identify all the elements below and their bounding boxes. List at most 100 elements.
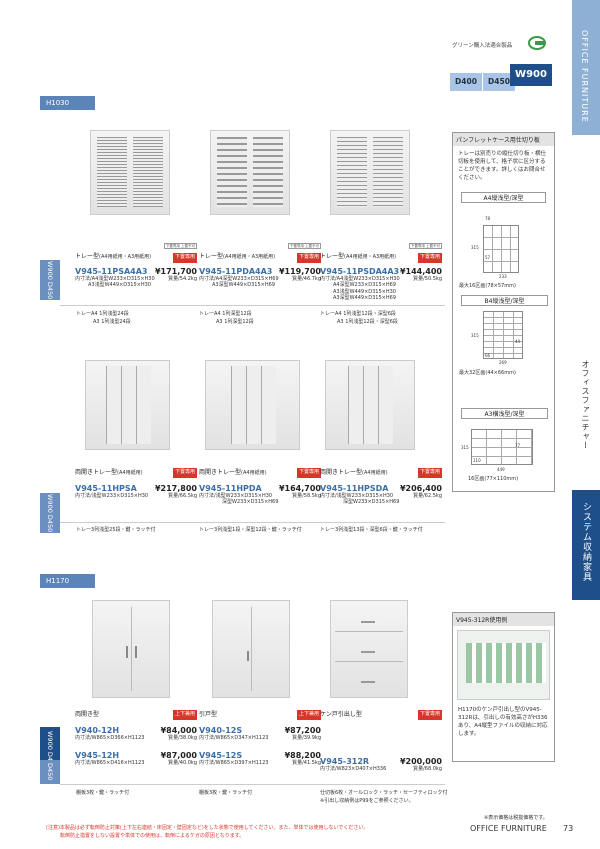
product-price: ¥171,700: [154, 266, 197, 276]
a3-dim: 110: [473, 458, 481, 463]
green-purchase-label: グリーン購入法適合製品: [452, 43, 513, 49]
width-badge: W900: [510, 64, 552, 86]
product-price: ¥144,400: [399, 266, 442, 276]
size-badge: W900 D450: [40, 260, 60, 300]
product-dims: 内寸法/浅型W233×D315×H30: [75, 492, 149, 499]
product-code: V945-12S: [199, 751, 243, 760]
a3-dim: 77: [515, 443, 521, 448]
product-desc: トレーA4 1列浅型12段・深型6段: [320, 311, 396, 317]
product-card: 下置専用 上置不可 トレー型(A4用紙用・A3用紙用) 下置専用 V945-11…: [199, 232, 321, 289]
product-code: V945-11PSDA4A3: [320, 266, 400, 276]
product-code: V940-12H: [75, 725, 120, 735]
b4-dim: 66: [485, 353, 491, 358]
product-card: 引戸型 上下兼用 V940-12S ¥87,200 内寸法/W865×D347×…: [199, 706, 321, 767]
product-subtitle: (A4用紙用): [117, 470, 143, 476]
product-dims: A4深型W233×D315×H69: [333, 282, 396, 288]
product-weight: 質量/38.0kg: [168, 734, 197, 741]
product-title: トレー型: [75, 253, 100, 260]
product-desc: トレーA4 1列深型12段: [199, 311, 252, 317]
product-dims: 内寸法/W865×D397×H1123: [199, 760, 269, 766]
product-card: 両開きトレー型(A4用紙用) 下置専用 V945-11HPDA ¥164,700…: [199, 468, 321, 506]
page-number: 73: [563, 824, 574, 833]
product-dims: 内寸法/W865×D416×H1123: [75, 760, 145, 766]
product-title: トレー型: [320, 253, 345, 260]
product-subtitle: (A4用紙用): [362, 470, 388, 476]
size-badge: D450: [40, 760, 60, 784]
product-title: 両開きトレー型: [320, 469, 363, 476]
product-card: 両開きトレー型(A4用紙用) 下置専用 V945-11HPSA ¥217,800…: [75, 468, 197, 499]
product-dims: A3深型W449×D315×H69: [212, 282, 275, 288]
product-price: ¥164,700: [278, 483, 321, 493]
a4-dim: 57: [485, 255, 491, 260]
product-weight: 質量/54.2kg: [168, 275, 197, 282]
placement-tag: 上下兼用: [296, 710, 321, 720]
product-desc: トレー3列浅型13段・深型6段・鍵・ラッチ付: [320, 527, 423, 533]
product-title: ケン戸引出し型: [320, 711, 362, 718]
a3-grid: [471, 429, 533, 465]
placement-tag: 下置専用: [172, 468, 197, 478]
a4-dim: 233: [499, 274, 507, 279]
product-desc-note: ※引出し収納例はP99をご参照ください。: [320, 798, 414, 804]
side-tab-office-furniture: OFFICE FURNITURE: [572, 0, 600, 135]
footer-brand: OFFICE FURNITURE: [470, 824, 547, 833]
product-card: 両開き型 上下兼用 V940-12H ¥84,000 内寸法/W865×D366…: [75, 706, 197, 767]
side-tab-system-storage: システム収納家具: [572, 490, 600, 600]
cabinet-image: [92, 600, 170, 698]
product-dims: 内寸法/W865×D347×H1123: [199, 734, 269, 741]
b4-dim: 269: [499, 360, 507, 365]
product-code: V945-12H: [75, 751, 120, 760]
a4-grid: [483, 225, 519, 273]
product-weight: 質量/46.7kg: [292, 275, 321, 282]
product-desc: トレー3列浅型1段・深型12段・鍵・ラッチ付: [199, 527, 302, 533]
cabinet-image: [212, 600, 290, 698]
product-dims: A3浅型W449×D315×H30: [88, 282, 151, 288]
cabinet-image: [330, 600, 408, 698]
caution-line-2: 転倒防止措置をしない設置や単体での使用は、転倒によるケガの原因となります。: [60, 833, 245, 839]
product-code: V945-11HPSDA: [320, 483, 389, 493]
product-code: V945-11PDA4A3: [199, 266, 273, 276]
example-body: H1170のケン戸引出し型のV945-312Rは、引出しの有効高さがH336あり…: [458, 707, 548, 737]
product-subtitle: (A4用紙用): [241, 470, 267, 476]
depth-d450-badge: D450: [483, 73, 515, 91]
placement-tag: 下置専用: [296, 253, 321, 263]
product-price: ¥84,000: [160, 725, 197, 735]
product-price: ¥87,200: [284, 725, 321, 735]
placement-tag: 下置専用: [417, 468, 442, 478]
product-price: ¥200,000: [399, 756, 442, 766]
caution-line-1: (注意)本製品は必ず転倒防止対策(上下左右連結・床固定・壁固定など)をした状態で…: [46, 825, 369, 831]
b4-grid: [483, 311, 523, 359]
product-desc: A3 1列浅型12段・深型6段: [337, 319, 398, 325]
green-logo-icon: [528, 36, 546, 50]
product-price: ¥217,800: [154, 483, 197, 493]
product-dims: A3浅型W449×D315×H30: [333, 288, 396, 295]
cabinet-image: [330, 130, 410, 215]
a3-dim: 315: [461, 445, 469, 450]
product-subtitle: (A4用紙用・A3用紙用): [223, 254, 276, 260]
product-weight: 質量/68.0kg: [413, 765, 442, 772]
product-weight: 質量/66.5kg: [168, 492, 197, 499]
product-price: ¥88,200: [284, 751, 321, 760]
section-label-h1030: H1030: [40, 96, 95, 110]
product-weight: 質量/62.5kg: [413, 492, 442, 499]
product-price: ¥119,700: [278, 266, 321, 276]
price-note: ※表示価格は税抜価格です。: [484, 815, 548, 821]
product-dims: 内寸法/A4浅型W233×D315×H30: [75, 275, 155, 282]
product-code: V945-11HPDA: [199, 483, 262, 493]
product-dims: 内寸法/A4深型W233×D315×H69: [199, 275, 279, 282]
pamphlet-panel: パンフレットケース用仕切り板 トレーは別売りの縦仕切り板・横仕切板を使用して、格…: [452, 132, 555, 492]
a4-dim: 78: [485, 216, 491, 221]
product-price: ¥206,400: [399, 483, 442, 493]
product-desc: A3 1列深型12段: [216, 319, 254, 325]
b4-caption: 最大32区画(44×66mm): [459, 370, 516, 376]
product-dims: 内寸法/浅型W233×D315×H30: [320, 492, 394, 499]
product-weight: 質量/41.5kg: [292, 760, 321, 766]
product-code: V945-11PSA4A3: [75, 266, 148, 276]
product-dims: 内寸法/W865×D366×H1123: [75, 734, 145, 741]
product-weight: 質量/40.0kg: [168, 760, 197, 766]
placement-tag: 上下兼用: [172, 710, 197, 720]
product-desc: A3 1列浅型24段: [93, 319, 131, 325]
a3-title: A3横浅型/深型: [461, 408, 548, 419]
product-desc: 棚板3枚・鍵・ラッチ付: [199, 790, 253, 796]
product-subtitle: (A4用紙用・A3用紙用): [99, 254, 152, 260]
product-desc: トレー3列浅型25段・鍵・ラッチ付: [76, 527, 156, 533]
